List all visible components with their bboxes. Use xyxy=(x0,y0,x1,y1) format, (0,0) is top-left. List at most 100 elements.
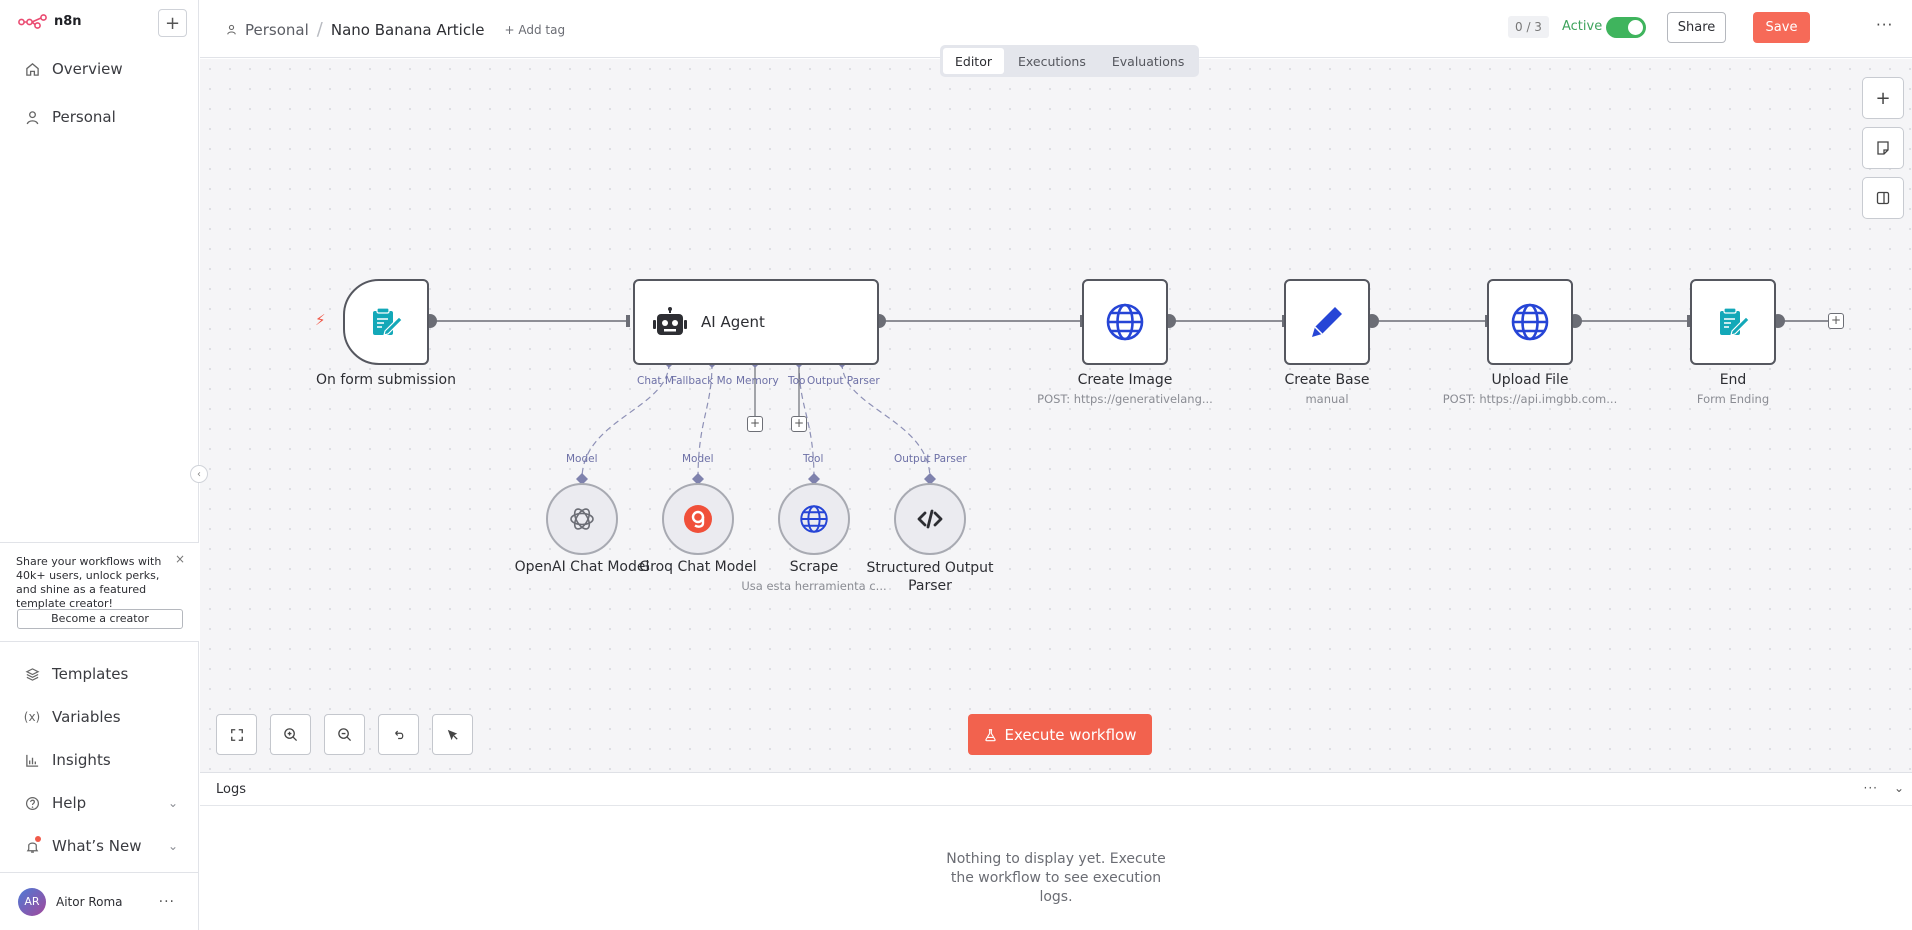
sidebar-item-help[interactable]: Help ⌄ xyxy=(12,785,188,821)
sidebar-item-insights[interactable]: Insights xyxy=(12,742,188,778)
node-subtitle: manual xyxy=(1305,392,1349,406)
globe-icon xyxy=(1106,303,1144,341)
port-label-model: Model xyxy=(682,453,714,465)
node-end[interactable] xyxy=(1690,279,1776,365)
node-groq-chat-model[interactable] xyxy=(652,483,744,555)
sidebar-item-personal[interactable]: Personal xyxy=(12,99,188,135)
sidebar-item-label: Variables xyxy=(52,708,121,726)
reset-zoom-button[interactable] xyxy=(378,714,419,755)
port-label-output-parser: Output Parser xyxy=(807,375,880,387)
close-icon[interactable]: × xyxy=(174,552,185,566)
notification-dot xyxy=(35,836,41,842)
sidebar-item-label: Help xyxy=(52,794,87,812)
node-label: Scrape xyxy=(789,559,839,575)
panel-icon xyxy=(1876,191,1890,205)
workflow-canvas[interactable]: ⚡ On form submission AI Agent Chat M Fal… xyxy=(200,59,1912,772)
breadcrumb-project[interactable]: Personal xyxy=(245,20,309,39)
openai-icon xyxy=(570,508,594,530)
connections xyxy=(423,314,1836,485)
tab-evaluations[interactable]: Evaluations xyxy=(1111,53,1185,69)
avatar: AR xyxy=(18,887,46,916)
brand-name: n8n xyxy=(54,13,82,29)
brand-logo[interactable]: n8n xyxy=(18,13,82,29)
sidebar-item-whats-new[interactable]: What’s New ⌄ xyxy=(12,828,188,864)
share-button[interactable]: Share xyxy=(1667,12,1726,43)
sidebar-item-label: Overview xyxy=(52,60,123,78)
become-creator-button[interactable]: Become a creator xyxy=(17,609,183,629)
node-upload-file[interactable] xyxy=(1487,279,1573,365)
form-icon xyxy=(373,307,403,336)
node-ai-agent[interactable]: AI Agent xyxy=(633,279,879,365)
zoom-in-icon xyxy=(284,728,298,742)
node-subtitle: Usa esta herramienta c... xyxy=(741,579,887,593)
node-create-base[interactable] xyxy=(1284,279,1370,365)
globe-icon xyxy=(800,505,828,533)
create-button[interactable]: + xyxy=(158,9,187,37)
node-label: End xyxy=(1719,372,1747,388)
collapse-sidebar-button[interactable]: ‹ xyxy=(190,465,208,483)
broom-icon xyxy=(447,729,458,741)
sidebar-item-variables[interactable]: (x) Variables xyxy=(12,699,188,735)
user-name: Aitor Roma xyxy=(56,894,123,909)
sidebar-item-label: Personal xyxy=(52,108,116,126)
toggle-panel-button[interactable] xyxy=(1862,177,1904,219)
code-icon xyxy=(917,509,943,529)
more-icon[interactable]: ··· xyxy=(1863,781,1878,795)
add-tool-button[interactable]: + xyxy=(791,416,807,432)
port-label-memory: Memory xyxy=(736,375,779,387)
node-scrape[interactable] xyxy=(768,483,860,555)
creator-promo: × Share your workflows with 40k+ users, … xyxy=(0,542,199,642)
active-toggle[interactable] xyxy=(1606,17,1646,38)
tab-executions[interactable]: Executions xyxy=(1018,53,1086,69)
port-label-model: Model xyxy=(566,453,598,465)
chevron-down-icon[interactable]: ⌄ xyxy=(1893,781,1904,795)
node-openai-chat-model[interactable] xyxy=(536,483,628,555)
sidebar-item-templates[interactable]: Templates xyxy=(12,656,188,692)
chevron-down-icon: ⌄ xyxy=(167,796,178,810)
port-label-tool: Too xyxy=(788,375,806,387)
execute-workflow-button[interactable]: Execute workflow xyxy=(968,714,1152,755)
sidebar: n8n + Overview Personal × Share your wor… xyxy=(0,0,199,930)
promo-text: Share your workflows with 40k+ users, un… xyxy=(16,555,162,610)
logs-panel: Logs ··· ⌄ Nothing to display yet. Execu… xyxy=(200,772,1912,930)
node-label: On form submission xyxy=(316,372,456,388)
zoom-out-button[interactable] xyxy=(324,714,365,755)
node-label: OpenAI Chat Model xyxy=(514,559,650,575)
more-icon[interactable]: ··· xyxy=(1876,16,1894,34)
zoom-in-button[interactable] xyxy=(270,714,311,755)
tidy-up-button[interactable] xyxy=(432,714,473,755)
n8n-logo-icon xyxy=(18,14,47,29)
sticky-note-button[interactable] xyxy=(1862,127,1904,169)
fit-view-button[interactable] xyxy=(216,714,257,755)
groq-icon xyxy=(684,505,712,533)
sidebar-item-label: What’s New xyxy=(52,837,142,855)
chart-icon xyxy=(24,752,40,768)
node-label: Create Base xyxy=(1284,372,1370,388)
node-structured-output-parser[interactable] xyxy=(884,483,976,555)
chevron-down-icon: ⌄ xyxy=(167,839,178,853)
more-icon[interactable]: ··· xyxy=(158,893,175,910)
node-label: Create Image xyxy=(1077,372,1173,388)
user-icon xyxy=(24,109,40,125)
layers-icon xyxy=(24,666,40,682)
save-button[interactable]: Save xyxy=(1753,12,1810,43)
tab-editor[interactable]: Editor xyxy=(943,48,1004,74)
workflow-name[interactable]: Nano Banana Article xyxy=(330,20,485,39)
node-label: Structured Output Parser xyxy=(866,560,994,594)
port-label-tool: Tool xyxy=(803,453,824,465)
add-tag-button[interactable]: + Add tag xyxy=(504,22,566,37)
node-label: Upload File xyxy=(1491,372,1569,388)
sidebar-item-overview[interactable]: Overview xyxy=(12,51,188,87)
logs-header[interactable]: Logs xyxy=(200,773,1912,806)
home-icon xyxy=(24,61,40,77)
variable-icon: (x) xyxy=(23,710,41,724)
node-on-form-submission[interactable] xyxy=(343,279,429,365)
logs-empty-message: Nothing to display yet. Execute the work… xyxy=(946,851,1166,905)
add-node-button[interactable]: + xyxy=(1828,313,1844,329)
user-menu[interactable]: AR Aitor Roma ··· xyxy=(0,872,199,930)
globe-icon xyxy=(1511,303,1549,341)
add-node-panel-button[interactable]: + xyxy=(1862,77,1904,119)
node-create-image[interactable] xyxy=(1082,279,1168,365)
add-memory-button[interactable]: + xyxy=(747,416,763,432)
undo-icon xyxy=(394,730,403,739)
